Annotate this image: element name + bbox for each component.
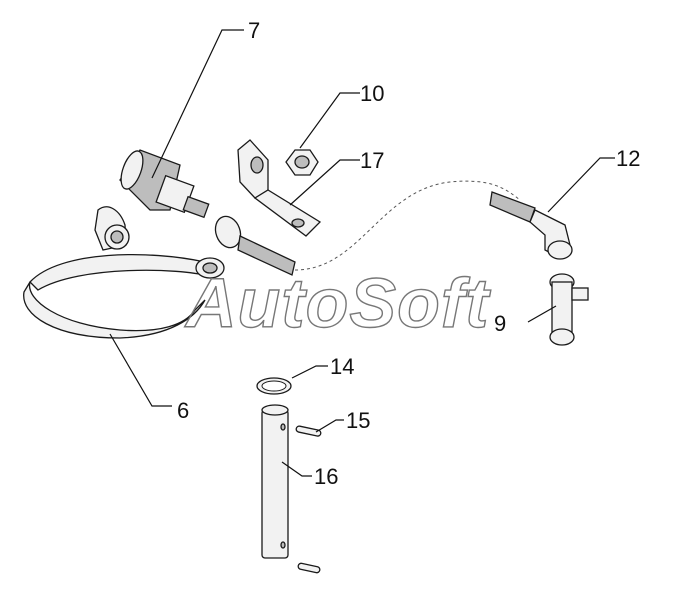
part-15-pin-upper: [295, 425, 322, 437]
callout-12: 12: [616, 146, 640, 171]
part-7-quick-coupler: [119, 149, 210, 219]
hose-dashed-line: [294, 180, 521, 271]
callout-15: 15: [346, 408, 370, 433]
part-9-tee-fitting: [549, 273, 589, 346]
part-6-lanyard-cap: [23, 206, 225, 339]
part-15-pin-lower: [297, 562, 321, 574]
callout-10: 10: [360, 81, 384, 106]
part-10-nut: [285, 149, 319, 176]
callout-9: 9: [494, 311, 506, 336]
watermark-logo: AutoSoft: [184, 264, 491, 342]
hose-fitting-left: [214, 215, 296, 276]
callout-16: 16: [314, 464, 338, 489]
part-17-bracket: [237, 139, 322, 237]
callout-17: 17: [360, 148, 384, 173]
part-14-o-ring: [256, 377, 292, 395]
callout-7: 7: [248, 18, 260, 43]
part-12-hose-elbow: [489, 191, 573, 260]
callout-6: 6: [177, 398, 189, 423]
leader-lines: [109, 29, 615, 477]
callout-14: 14: [330, 354, 354, 379]
part-16-shaft: [261, 404, 289, 559]
